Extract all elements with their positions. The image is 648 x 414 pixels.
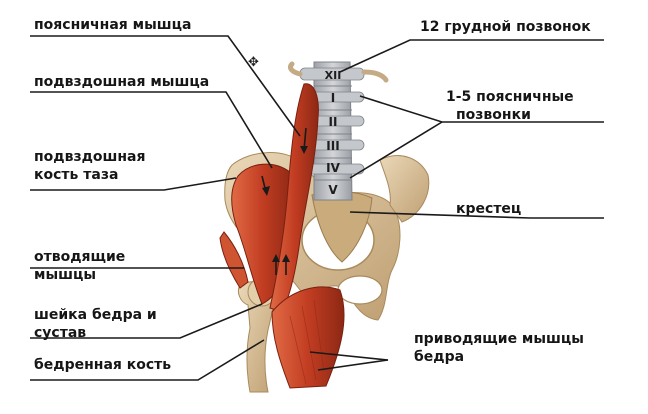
label-lumbar-2: позвонки xyxy=(456,107,531,123)
label-femoral-neck-2: сустав xyxy=(34,325,87,341)
obturator-foramen xyxy=(337,275,383,305)
leader-lines xyxy=(30,35,604,381)
label-abductors-1: отводящие xyxy=(34,249,126,265)
label-femoral-neck-1: шейка бедра и xyxy=(34,307,157,323)
vertebra-numeral: XII xyxy=(325,69,342,82)
label-adductors-1: приводящие мышцы xyxy=(414,331,584,347)
label-sacrum: крестец xyxy=(456,201,522,217)
rib-left xyxy=(287,61,303,77)
right-ilium-bone xyxy=(379,155,430,223)
rib-right xyxy=(361,69,389,83)
vertebra-numeral: IV xyxy=(326,161,340,175)
vertebra-numeral: I xyxy=(331,91,335,105)
vertebra-numeral: III xyxy=(326,139,339,153)
label-adductors-2: бедра xyxy=(414,349,465,365)
vertebra-numeral: II xyxy=(329,115,338,129)
adductor-striation xyxy=(289,299,325,385)
psoas-muscle xyxy=(269,83,319,313)
muscle-direction-arrows xyxy=(261,127,308,275)
label-ilium-1: подвздошная xyxy=(34,149,146,165)
label-thoracic-xii: 12 грудной позвонок xyxy=(420,19,591,35)
abductor-muscles xyxy=(219,231,249,289)
label-lumbar-1: 1-5 поясничные xyxy=(446,89,574,105)
label-abductors-2: мышцы xyxy=(34,267,97,283)
label-femur: бедренная кость xyxy=(34,357,172,373)
vertebra-numeral: V xyxy=(328,183,338,197)
label-ilium-2: кость таза xyxy=(34,167,119,183)
label-iliacus: подвздошная мышца xyxy=(34,74,210,90)
move-cursor-icon: ✥ xyxy=(248,55,259,70)
label-psoas-major: поясничная мышца xyxy=(34,17,192,33)
